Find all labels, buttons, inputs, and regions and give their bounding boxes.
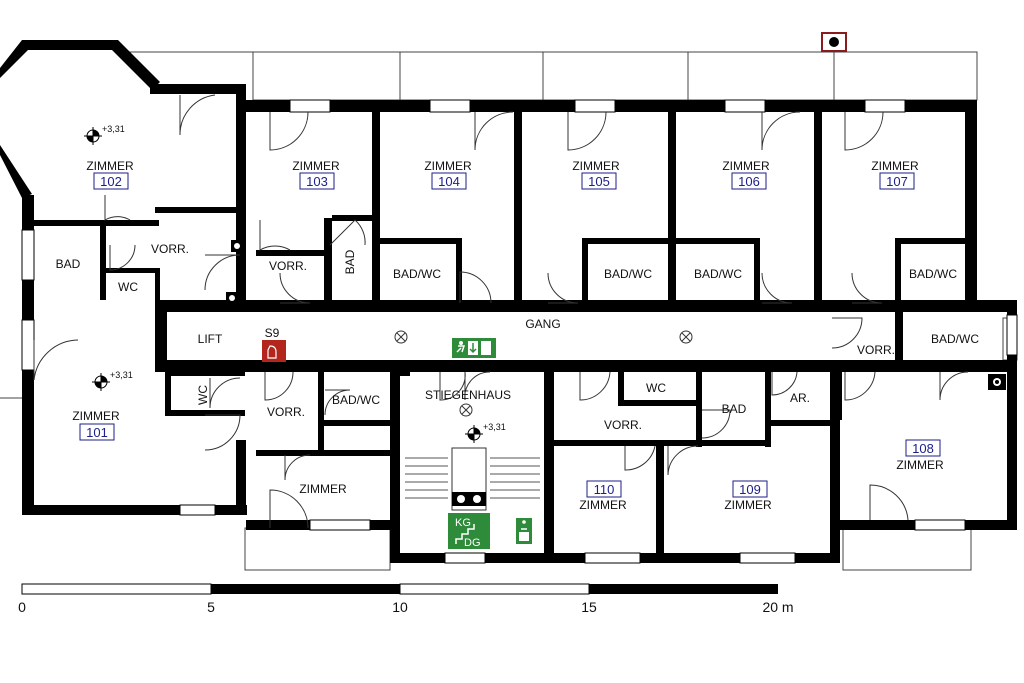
exit-sign-icon [516,518,532,544]
room-102-number: 102 [100,174,122,189]
interior-walls [34,110,1015,555]
staircase [405,447,540,511]
room-107-number: 107 [886,174,908,189]
label-vorr-101: VORR. [267,405,305,419]
room-108-label: ZIMMER [896,458,944,472]
room-105-label: ZIMMER [572,159,620,173]
label-badwc-106: BAD/WC [694,267,742,281]
stairs-exit-sign: KG DG [448,513,490,549]
scale-bar: 0 5 10 15 20 m [18,583,794,615]
label-lift: LIFT [198,332,223,346]
light-fixture-icon [679,330,693,344]
label-badwc-101: BAD/WC [332,393,380,407]
label-badwc-107: BAD/WC [909,267,957,281]
door-swings [33,94,969,529]
room-109-number: 109 [739,482,761,497]
label-stiegenhaus: STIEGENHAUS [425,388,511,402]
room-106-label: ZIMMER [722,159,770,173]
scale-tick-20: 20 m [762,599,793,615]
room-105-number: 105 [588,174,610,189]
scale-tick-15: 15 [581,599,597,615]
label-dg: DG [464,537,481,549]
room-labels: ZIMMER 102 ZIMMER 103 ZIMMER 104 ZIMMER … [56,159,980,512]
label-wc-102: WC [118,280,138,294]
label-wc-101: WC [196,385,210,405]
room-101-number: 101 [86,425,108,440]
label-badwc-104: BAD/WC [393,267,441,281]
room-103-label: ZIMMER [292,159,340,173]
extinguisher-icon [262,340,286,362]
label-vorr-east: VORR. [857,343,895,357]
room-110-number: 110 [594,482,615,497]
label-ar: AR. [790,391,810,405]
crosshair-icon [92,373,110,391]
room-103-number: 103 [306,174,328,189]
label-badwc-105: BAD/WC [604,267,652,281]
scale-tick-0: 0 [18,599,26,615]
room-104-number: 104 [438,174,460,189]
label-vorr-south: VORR. [604,418,642,432]
label-s9: S9 [265,326,280,340]
socket-icon [988,374,1006,390]
camera-icon [821,32,847,52]
room-109-label: ZIMMER [724,498,772,512]
room-108-number: 108 [912,441,934,456]
exit-sign-icon [452,338,496,358]
elevation-101: +3,31 [110,370,133,380]
room-110-label: ZIMMER [579,498,627,512]
label-bad-103: BAD [343,249,357,274]
label-badwc-east: BAD/WC [931,332,979,346]
label-gang: GANG [525,317,560,331]
scale-tick-10: 10 [392,599,408,615]
light-fixture-icon [394,330,408,344]
light-fixtures [394,330,693,417]
label-bad-102: BAD [56,257,81,271]
label-vorr-103: VORR. [269,259,307,273]
label-wc-south: WC [646,381,666,395]
label-kg: KG [455,517,471,529]
windows [21,99,1018,564]
label-vorr-102: VORR. [151,242,189,256]
switch-icon [226,240,243,304]
crosshair-icon [84,127,102,145]
room-101-label: ZIMMER [72,409,120,423]
room-107-label: ZIMMER [871,159,919,173]
scale-tick-5: 5 [207,599,215,615]
label-bad-south: BAD [722,402,747,416]
elevation-102: +3,31 [102,124,125,134]
room-102-label: ZIMMER [86,159,134,173]
room-zimmer-label: ZIMMER [299,482,347,496]
crosshair-icon [465,425,483,443]
room-106-number: 106 [738,174,760,189]
room-104-label: ZIMMER [424,159,472,173]
elevation-stairs: +3,31 [483,422,506,432]
elevation-markers: +3,31 +3,31 +3,31 [84,124,506,443]
light-fixture-icon [459,403,473,417]
